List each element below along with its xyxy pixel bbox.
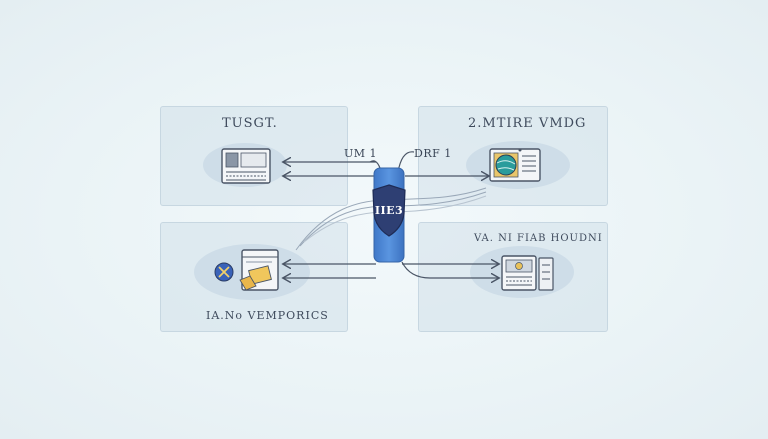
terminal-monitor-icon (221, 148, 271, 184)
panel-bottom-right-label: VA. NI FIAB HOUDNI (474, 233, 603, 244)
document-window-icon (239, 249, 279, 291)
gateway-pillar (372, 167, 406, 263)
panel-top-right-label: 2.MTIRE VMDG (468, 116, 587, 131)
globe-screen-icon (489, 148, 541, 182)
arrow-label-left: UM 1 (344, 147, 377, 160)
tools-icon (214, 262, 234, 282)
panel-top-left-label: TUSGT. (222, 116, 278, 131)
panel-bottom-left-label: IA.No VEMPORICS (206, 309, 329, 322)
gateway-label: IIE3 (375, 204, 403, 217)
connector-lines (284, 151, 498, 278)
arrow-label-right: DRF 1 (414, 147, 452, 160)
server-hardware-icon (501, 255, 554, 291)
shield-icon (372, 184, 406, 237)
